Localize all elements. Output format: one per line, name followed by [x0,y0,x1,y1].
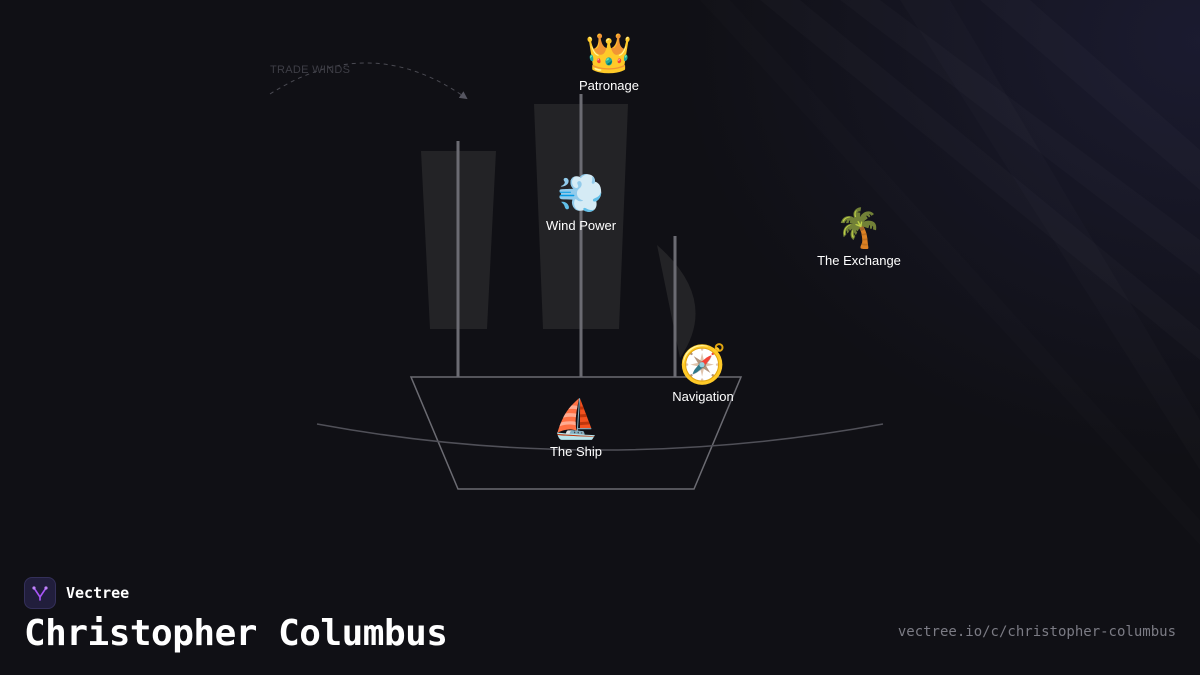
node-label: The Exchange [817,253,901,268]
node-navigation[interactable]: 🧭 Navigation [672,342,733,406]
compass-icon: 🧭 [679,342,727,386]
trade-winds-label: TRADE WINDS [270,64,351,76]
vectree-logo-icon [24,577,56,609]
page-title: Christopher Columbus [24,613,448,654]
node-label: Navigation [672,389,734,404]
brand-name: Vectree [66,584,130,602]
node-patronage[interactable]: 👑 Patronage [579,31,639,95]
wind-icon: 💨 [557,171,605,215]
ship-hull [409,376,743,490]
brand[interactable]: Vectree [24,577,129,609]
node-label: The Ship [549,444,603,459]
trade-winds-arrow [269,62,468,100]
node-label: Patronage [579,78,639,93]
node-label: Wind Power [545,218,617,233]
sailboat-icon: ⛵ [552,397,600,441]
node-wind-power[interactable]: 💨 Wind Power [546,171,616,235]
crown-icon: 👑 [585,31,633,75]
palm-tree-icon: 🌴 [835,206,883,250]
node-the-exchange[interactable]: 🌴 The Exchange [817,206,901,270]
sea-line [316,423,884,451]
node-the-ship[interactable]: ⛵ The Ship [550,397,602,461]
page-url[interactable]: vectree.io/c/christopher-columbus [897,624,1176,640]
